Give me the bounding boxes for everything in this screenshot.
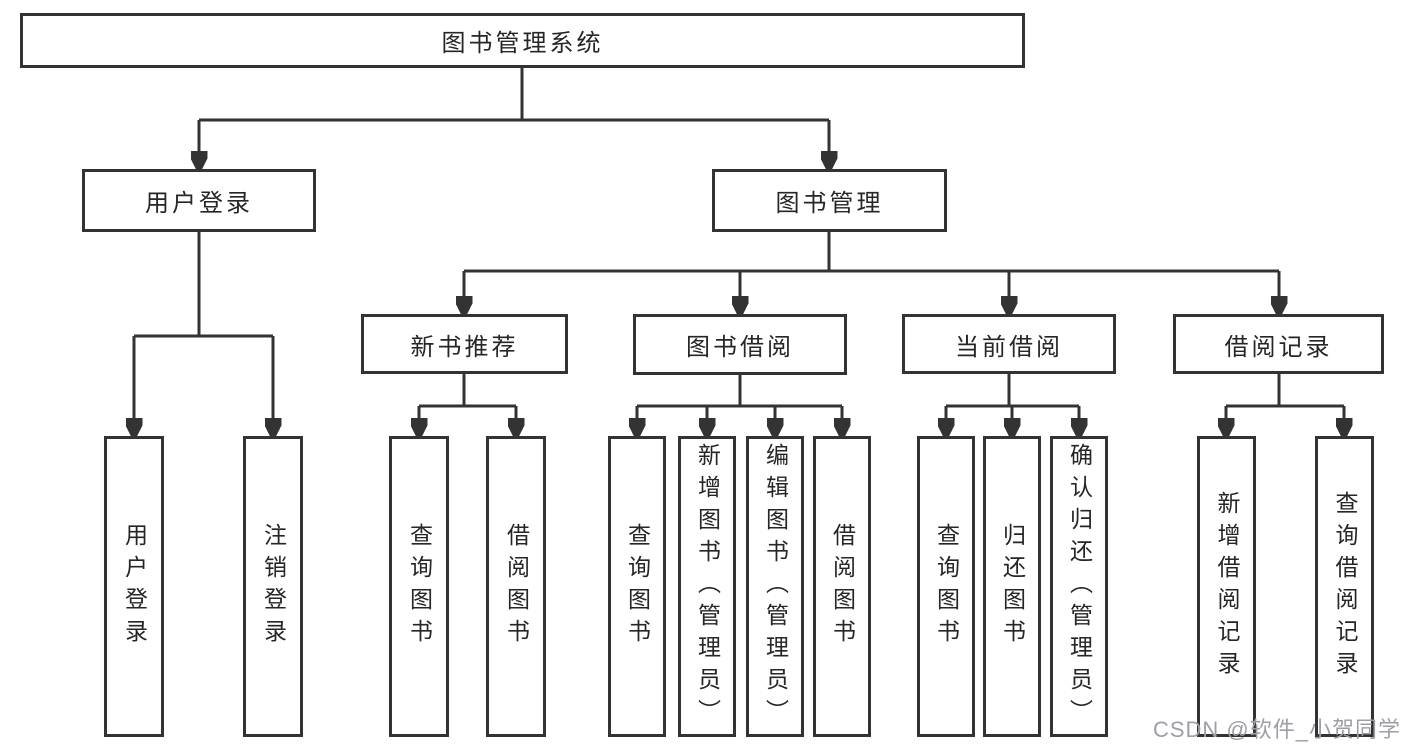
node-label: 确认归还（管理员）: [1066, 442, 1093, 731]
node-root: 图书管理系统: [20, 13, 1025, 68]
node-label: 归还图书: [999, 522, 1026, 651]
node-label: 查询图书: [933, 522, 960, 651]
node-label: 新增借阅记录: [1214, 490, 1240, 683]
node-label: 新书推荐: [410, 333, 519, 361]
node-borrow-records: 借阅记录: [1173, 314, 1384, 374]
node-label: 查询借阅记录: [1332, 490, 1358, 683]
node-label: 当前借阅: [955, 333, 1063, 361]
leaf-edit-book-admin: 编辑图书（管理员）: [746, 436, 804, 737]
node-book-management: 图书管理: [712, 169, 947, 232]
leaf-logout: 注销登录: [243, 436, 303, 737]
node-label: 图书借阅: [686, 334, 794, 361]
node-label: 查询图书: [406, 522, 433, 651]
node-user-login: 用户登录: [82, 169, 316, 232]
leaf-confirm-return-admin: 确认归还（管理员）: [1050, 436, 1108, 737]
node-current-borrow: 当前借阅: [902, 314, 1116, 374]
node-label: 查询图书: [624, 522, 651, 651]
leaf-borrow-books-recommend: 借阅图书: [486, 436, 546, 737]
node-label: 编辑图书（管理员）: [762, 442, 789, 731]
node-new-book-recommend: 新书推荐: [361, 314, 568, 374]
leaf-query-books-current: 查询图书: [917, 436, 975, 737]
node-label: 借阅图书: [829, 522, 856, 651]
leaf-add-borrow-record: 新增借阅记录: [1197, 436, 1256, 737]
leaf-add-book-admin: 新增图书（管理员）: [678, 436, 736, 737]
node-label: 借阅图书: [503, 522, 530, 651]
leaf-query-borrow-record: 查询借阅记录: [1315, 436, 1374, 737]
node-label: 图书管理: [775, 190, 884, 217]
csdn-watermark: CSDN @软件_小贺同学: [1152, 717, 1401, 742]
leaf-user-login: 用户登录: [104, 436, 164, 737]
leaf-borrow-books: 借阅图书: [813, 436, 871, 737]
node-book-borrow: 图书借阅: [633, 314, 847, 375]
node-label: 借阅记录: [1224, 333, 1333, 361]
node-label: 新增图书（管理员）: [694, 442, 721, 731]
leaf-query-books-recommend: 查询图书: [389, 436, 449, 737]
node-label: 用户登录: [121, 522, 148, 651]
leaf-return-books: 归还图书: [983, 436, 1041, 737]
leaf-query-books-borrow: 查询图书: [608, 436, 666, 737]
node-label: 图书管理系统: [441, 30, 604, 57]
node-label: 注销登录: [260, 522, 287, 651]
node-label: 用户登录: [145, 190, 253, 217]
